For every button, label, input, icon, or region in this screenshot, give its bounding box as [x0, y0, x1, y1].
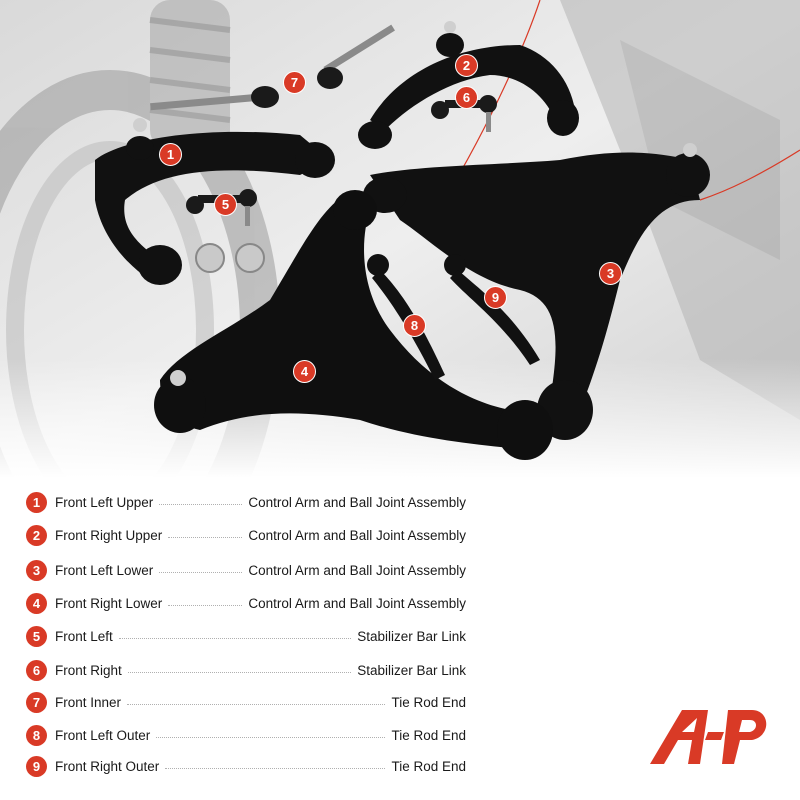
accent-line	[699, 149, 800, 201]
callout-badge-6: 6	[455, 86, 478, 109]
legend-position-label: Front Left Lower	[55, 562, 154, 578]
leader-dots	[159, 571, 243, 573]
legend-number-badge: 7	[26, 691, 47, 713]
legend-part-label: Control Arm and Ball Joint Assembly	[248, 562, 466, 578]
legend-row: 4 Front Right Lower Control Arm and Ball…	[26, 591, 466, 615]
callout-badge-7: 7	[283, 71, 306, 94]
legend-row: 3 Front Left Lower Control Arm and Ball …	[26, 558, 466, 582]
leader-dots	[127, 671, 352, 673]
legend-part-label: Tie Rod End	[391, 758, 466, 774]
legend-part-label: Tie Rod End	[391, 694, 466, 710]
legend-part-label: Stabilizer Bar Link	[357, 628, 466, 644]
legend-part-label: Control Arm and Ball Joint Assembly	[248, 494, 466, 510]
legend-position-label: Front Left	[55, 628, 113, 644]
callout-badge-9: 9	[484, 286, 507, 309]
leader-dots	[159, 503, 243, 505]
lower-control-arm-4-part	[154, 190, 553, 460]
legend-row: 8 Front Left Outer Tie Rod End	[26, 723, 466, 747]
legend-number-badge: 3	[26, 559, 47, 581]
upper-control-arm-left-part	[95, 118, 335, 285]
legend-number-badge: 9	[26, 755, 47, 777]
legend-part-label: Control Arm and Ball Joint Assembly	[248, 527, 466, 543]
legend-number-badge: 8	[26, 724, 47, 746]
legend-part-label: Control Arm and Ball Joint Assembly	[248, 595, 466, 611]
callout-badge-8: 8	[403, 314, 426, 337]
callout-badge-1: 1	[159, 143, 182, 166]
leader-dots	[118, 637, 352, 639]
legend-part-label: Tie Rod End	[391, 727, 466, 743]
legend-position-label: Front Left Upper	[55, 494, 154, 510]
legend-row: 6 Front Right Stabilizer Bar Link	[26, 658, 466, 682]
leader-dots	[156, 736, 386, 738]
legend-number-badge: 5	[26, 625, 47, 647]
outer-tie-rod-right-part	[444, 254, 540, 365]
legend-row: 7 Front Inner Tie Rod End	[26, 690, 466, 714]
legend-position-label: Front Right Lower	[55, 595, 163, 611]
callout-badge-3: 3	[599, 262, 622, 285]
callout-badge-2: 2	[455, 54, 478, 77]
legend-number-badge: 1	[26, 491, 47, 513]
legend-position-label: Front Right Upper	[55, 527, 163, 543]
leader-dots	[127, 703, 386, 705]
legend-position-label: Front Right	[55, 662, 122, 678]
legend-position-label: Front Inner	[55, 694, 122, 710]
inner-tie-rod-part	[150, 24, 395, 111]
legend-row: 9 Front Right Outer Tie Rod End	[26, 754, 466, 778]
legend-part-label: Stabilizer Bar Link	[357, 662, 466, 678]
upper-control-arm-right-part	[358, 21, 579, 149]
legend-position-label: Front Left Outer	[55, 727, 151, 743]
callout-badge-4: 4	[293, 360, 316, 383]
leader-dots	[168, 604, 243, 606]
legend-position-label: Front Right Outer	[55, 758, 160, 774]
legend-row: 1 Front Left Upper Control Arm and Ball …	[26, 490, 466, 514]
legend-number-badge: 2	[26, 524, 47, 546]
product-photo	[0, 0, 800, 478]
leader-dots	[165, 767, 386, 769]
brand-logo	[650, 710, 767, 764]
legend-number-badge: 6	[26, 659, 47, 681]
legend-number-badge: 4	[26, 592, 47, 614]
callout-badge-5: 5	[214, 193, 237, 216]
legend-row: 2 Front Right Upper Control Arm and Ball…	[26, 523, 466, 547]
leader-dots	[168, 536, 243, 538]
legend-row: 5 Front Left Stabilizer Bar Link	[26, 624, 466, 648]
